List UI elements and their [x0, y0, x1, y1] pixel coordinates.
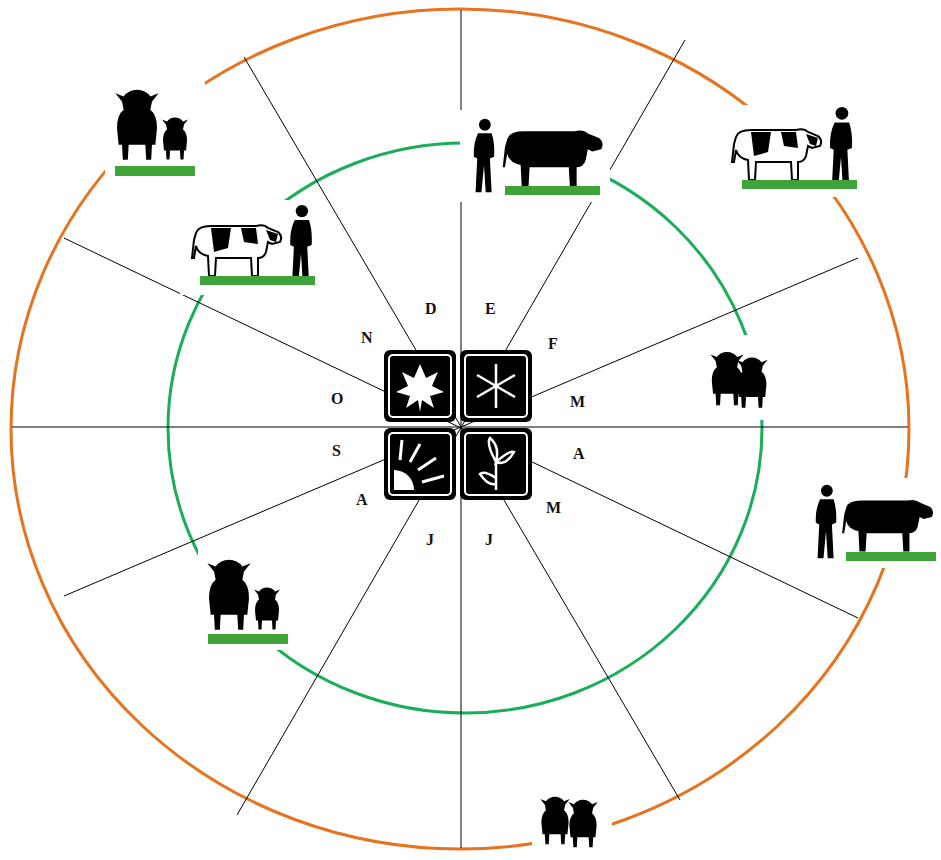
month-letter: A: [356, 492, 368, 508]
cow-calf-icon: [105, 72, 205, 182]
handler-cow-icon: [805, 478, 939, 568]
season-icons: [384, 350, 532, 500]
month-letter: O: [331, 391, 343, 407]
milking-icon: [180, 200, 325, 295]
month-letter: J: [485, 532, 493, 548]
cow-calf-icon: [198, 545, 293, 650]
cow-pair-icon: [700, 335, 780, 420]
cow-pair-icon: [532, 782, 612, 858]
milking-icon: [722, 105, 867, 197]
handler-cow-icon: [460, 110, 610, 202]
month-letter: S: [332, 443, 341, 459]
month-letter: M: [570, 394, 585, 410]
month-letter: M: [546, 500, 561, 516]
month-letter: D: [425, 301, 437, 317]
month-letter: N: [361, 330, 373, 346]
month-letter: A: [573, 446, 585, 462]
month-letter: F: [548, 336, 558, 352]
month-letter: E: [485, 301, 496, 317]
month-letter: J: [426, 532, 434, 548]
